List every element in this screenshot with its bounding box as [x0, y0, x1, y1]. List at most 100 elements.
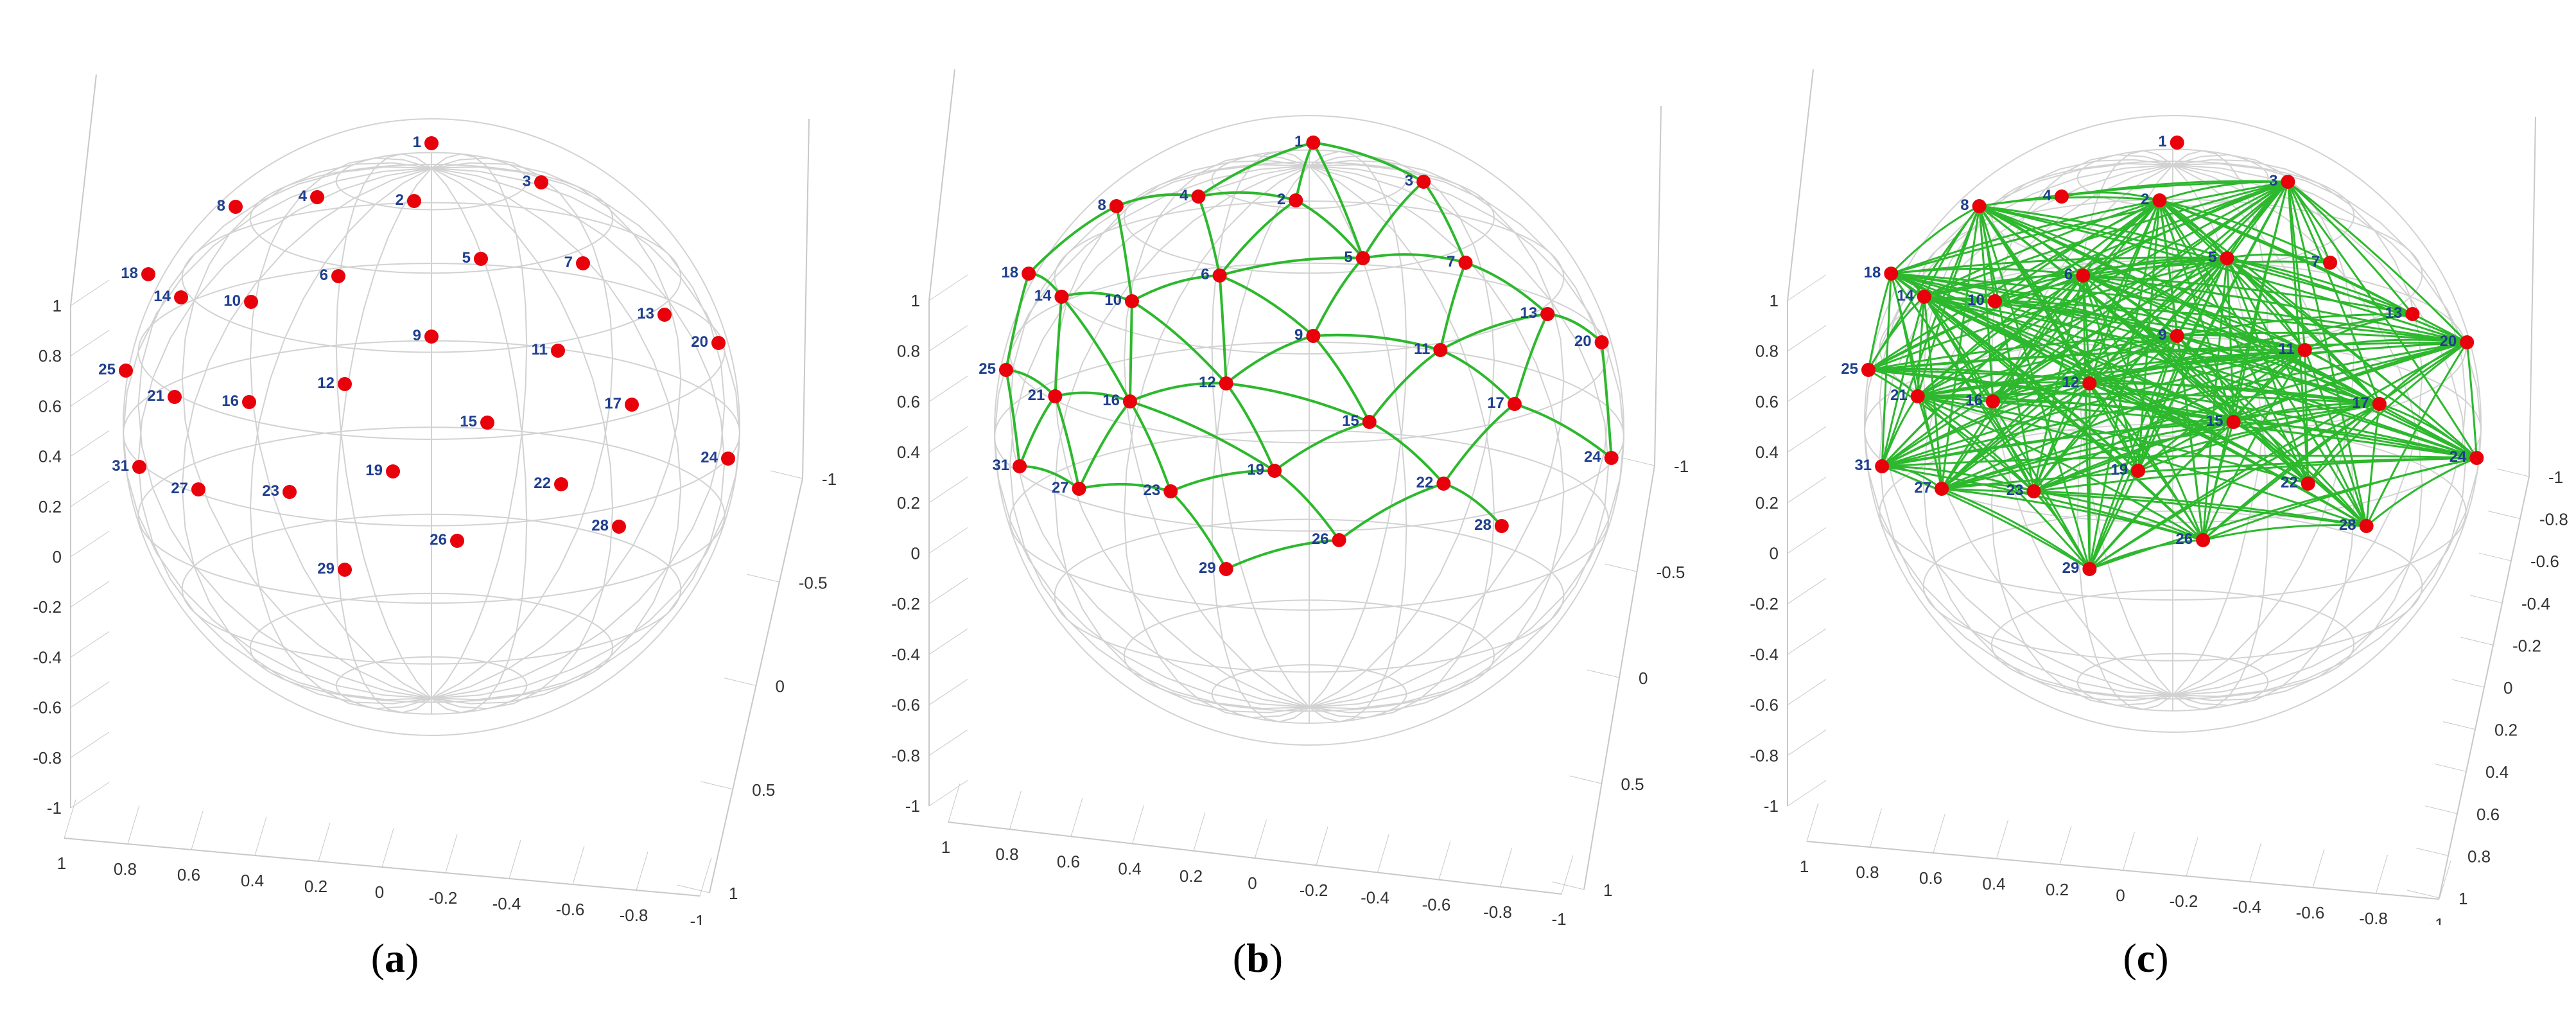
edge [1978, 205, 2478, 459]
sphere-wireframe [993, 115, 1625, 746]
x-tick-label: 0.2 [2046, 880, 2069, 899]
grid-line [2249, 843, 2261, 882]
node-label: 25 [979, 360, 996, 378]
node-marker [1054, 290, 1069, 304]
z-tick-label: 0.8 [39, 346, 62, 365]
sphere-meridian [431, 167, 682, 705]
edge [1940, 403, 2381, 490]
grid-line [70, 631, 110, 658]
sphere-meridian [1922, 164, 2173, 701]
edge [1312, 333, 1442, 351]
node-label: 8 [1097, 197, 1106, 214]
edge [1464, 261, 1549, 315]
grid-line [928, 628, 968, 655]
z-tick-label: 0.2 [1755, 493, 1779, 513]
node-label: 5 [1344, 249, 1352, 266]
grid-line [70, 782, 110, 809]
grid-line [1551, 881, 1585, 890]
grid-line [2478, 552, 2512, 561]
node-marker [1048, 389, 1063, 403]
y-tick-label: -0.8 [2539, 510, 2568, 529]
grid-line [70, 380, 110, 407]
node-marker [1306, 329, 1321, 343]
edge [1890, 267, 2084, 277]
node-marker [2323, 256, 2338, 270]
z-tick-label: 0.8 [1755, 342, 1779, 361]
grid-line [1569, 775, 1602, 784]
node-marker [386, 464, 400, 478]
grid-line [747, 574, 779, 583]
x-tick-label: 0 [1248, 873, 1257, 893]
node-label: 20 [1574, 333, 1592, 350]
box-edge [928, 69, 955, 301]
edge [2088, 341, 2468, 570]
node-label: 29 [317, 560, 335, 577]
node-label: 11 [532, 341, 548, 358]
z-tick-label: -0.6 [1750, 696, 1779, 715]
x-tick-label: -0.6 [556, 900, 585, 919]
node-label: 5 [462, 249, 471, 267]
node-marker [141, 267, 155, 281]
edge [1054, 391, 1131, 403]
x-tick-label: -1 [1551, 909, 1566, 925]
edge [1218, 274, 1315, 337]
edge [1218, 256, 1364, 277]
edge [1115, 193, 1200, 207]
edge [1130, 300, 1228, 385]
node-label: 24 [1584, 448, 1601, 466]
grid-line [1806, 802, 1819, 842]
node-marker [1109, 199, 1124, 213]
edge [1224, 335, 1315, 385]
grid-line [2460, 636, 2494, 645]
node-marker [1540, 307, 1555, 321]
edge [1197, 141, 1315, 198]
node-label: 4 [2043, 187, 2052, 204]
grid-line [1787, 274, 1827, 301]
box-edge [802, 118, 810, 479]
x-tick-label: -0.2 [2170, 891, 2198, 911]
sphere-meridian [431, 166, 726, 699]
y-tick-label: 0.5 [752, 780, 775, 800]
edge [1224, 382, 1371, 423]
x-tick-label: 0.4 [1982, 874, 2005, 893]
node-label: 14 [153, 288, 171, 305]
edge [1890, 205, 1981, 275]
node-label: 28 [1474, 516, 1492, 534]
grid-line [1787, 729, 1827, 756]
sphere-meridian [993, 165, 1310, 708]
z-tick-label: 0.6 [39, 396, 62, 416]
node-label: 9 [413, 327, 421, 344]
box-edge [2528, 116, 2536, 477]
edge [2088, 421, 2235, 570]
edge [1978, 205, 2306, 351]
node-marker [576, 256, 590, 270]
node-marker [2196, 533, 2211, 547]
node-label: 26 [430, 531, 447, 548]
grid-line [1587, 669, 1620, 678]
node-label: 5 [2208, 249, 2216, 266]
edge [1439, 349, 1516, 405]
node-label: 9 [1294, 326, 1303, 344]
node-label: 26 [1312, 531, 1329, 548]
edge [2176, 335, 2381, 405]
y-tick-label: 1 [729, 884, 738, 903]
grid-line [1193, 812, 1206, 851]
node-marker [1972, 199, 1987, 213]
edge [1439, 261, 1467, 351]
grid-line [2439, 860, 2451, 900]
edge [2225, 257, 2368, 527]
x-tick-label: -0.6 [1422, 895, 1451, 915]
node-marker [2301, 477, 2315, 491]
node-marker [1507, 397, 1522, 411]
node-label: 10 [223, 292, 241, 310]
edge [1004, 272, 1031, 371]
node-label: 21 [1028, 387, 1045, 404]
node-label: 17 [2352, 394, 2369, 412]
z-tick-label: -0.6 [891, 696, 920, 715]
grid-line [2424, 805, 2458, 814]
z-tick-label: 0 [911, 544, 920, 563]
node-marker [1072, 482, 1086, 496]
node-label: 29 [2062, 559, 2080, 577]
edge [1992, 335, 2179, 403]
edge [1867, 369, 2235, 423]
